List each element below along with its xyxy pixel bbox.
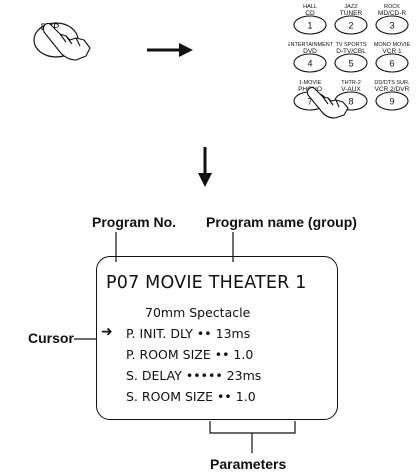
remote-key-number: 7: [307, 97, 312, 107]
remote-key-button: [334, 15, 368, 35]
right-arrow-icon: [147, 43, 193, 57]
down-arrow-icon: [198, 147, 212, 187]
remote-key-number: 5: [348, 59, 353, 69]
parameter-line: S. DELAY ••••• 23ms: [126, 368, 262, 383]
remote-key-button: [293, 53, 327, 73]
parameters-label: Parameters: [210, 456, 287, 472]
dsp-button-illustration: DSP: [33, 22, 91, 61]
parameter-line: P. ROOM SIZE •• 1.0: [126, 347, 254, 362]
pressing-hand-icon: [42, 22, 91, 61]
display-panel: [96, 256, 338, 420]
remote-key-group-label: JAZZ: [344, 4, 358, 10]
cursor-label: Cursor: [28, 330, 74, 346]
remote-key-input-label: TUNER: [340, 10, 363, 17]
display-title: P07 MOVIE THEATER 1: [106, 273, 307, 293]
program-name-label: Program name (group): [206, 214, 357, 230]
display-subtitle: 70mm Spectacle: [145, 305, 251, 320]
remote-key-number: 2: [348, 21, 353, 31]
remote-key-input-label: DVD: [303, 48, 317, 55]
remote-key-group-label: TV SPORTS: [335, 42, 366, 48]
remote-key-input-label: VCR 1: [382, 48, 402, 55]
remote-key-input-label: MD/CD-R: [378, 10, 406, 17]
remote-key-input-label: CD: [305, 10, 315, 17]
program-no-label: Program No.: [92, 214, 177, 230]
remote-key-button: [293, 15, 327, 35]
parameter-line: S. ROOM SIZE •• 1.0: [126, 389, 256, 404]
remote-key-input-label: V-AUX: [341, 86, 361, 93]
remote-key-button: [375, 15, 409, 35]
remote-key-number: 4: [307, 59, 312, 69]
remote-key-group-label: THTR-2: [341, 80, 361, 86]
remote-key-input-label: VCR 2/DVR: [375, 86, 410, 93]
remote-key-group-label: ROCK: [384, 4, 400, 10]
remote-key-button: [334, 53, 368, 73]
remote-key-number: 9: [389, 97, 394, 107]
remote-key-button: [375, 91, 409, 111]
remote-key-group-label: HALL: [303, 4, 317, 10]
remote-key-group-label: MONO MOVIE: [374, 42, 411, 48]
remote-key-group-label: DD/DTS SUR.: [374, 80, 410, 86]
remote-key-button: [375, 53, 409, 73]
remote-key-9: DD/DTS SUR.VCR 2/DVR 9: [374, 80, 410, 111]
remote-key-group-label: ENTERTAINMENT: [288, 42, 334, 48]
remote-key-number: 8: [348, 97, 353, 107]
remote-key-group-label: 1-MOVIE: [299, 80, 322, 86]
parameter-line: P. INIT. DLY •• 13ms: [126, 326, 251, 341]
remote-key-input-label: D-TV/CBL: [336, 48, 366, 55]
remote-key-number: 1: [307, 21, 312, 31]
remote-key-number: 6: [389, 59, 394, 69]
cursor-arrow-icon: ➜: [101, 324, 113, 340]
remote-key-number: 3: [389, 21, 394, 31]
pressing-hand-on-key-7-icon: [306, 86, 349, 119]
